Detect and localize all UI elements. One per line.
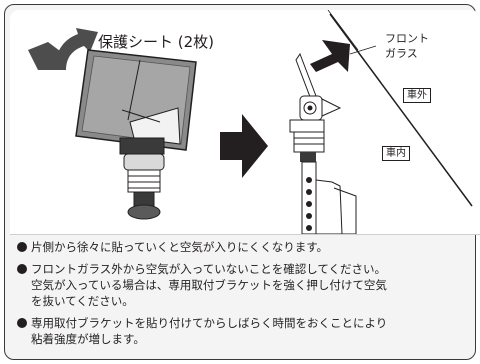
- curved-arrow-icon: [28, 28, 98, 70]
- right-arrow-icon: [220, 114, 268, 178]
- note-item: フロントガラス外から空気が入っていないことを確認してください。 空気が入っている…: [17, 261, 473, 309]
- note-line: 粘着強度が増します。: [31, 332, 145, 346]
- note-line: 専用取付ブラケットを貼り付けてからしばらく時間をおくことにより: [31, 316, 388, 330]
- note-line: 片側から徐々に貼っていくと空気が入りにくくなります。: [31, 240, 329, 254]
- note-line: フロントガラス外から空気が入っていないことを確認してください。: [31, 262, 387, 276]
- protective-sheet-label: 保護シート (2枚): [98, 33, 215, 51]
- outside-car-tag: 車外: [403, 88, 431, 103]
- instruction-notes: 片側から徐々に貼っていくと空気が入りにくくなります。 フロントガラス外から空気が…: [17, 239, 473, 353]
- front-glass-label-line2: ガラス: [385, 47, 418, 60]
- mount-bracket-right: [289, 52, 357, 234]
- note-line: を抜いてください。: [31, 294, 134, 308]
- illustration-drawing: [28, 10, 473, 234]
- bullet-icon: [17, 318, 27, 328]
- front-glass-label-line1: フロント: [385, 32, 429, 45]
- note-item: 片側から徐々に貼っていくと空気が入りにくくなります。: [17, 239, 473, 255]
- windshield-line: [329, 13, 473, 207]
- inside-car-tag: 車内: [382, 146, 410, 161]
- note-line: 空気が入っている場合は、専用取付ブラケットを強く押し付けて空気: [31, 278, 387, 292]
- installation-illustration: 保護シート (2枚) フロント ガラス 車外 車内: [10, 10, 480, 235]
- bullet-icon: [17, 264, 27, 274]
- note-item: 専用取付ブラケットを貼り付けてからしばらく時間をおくことにより 粘着強度が増しま…: [17, 315, 473, 347]
- up-arrow-icon: [310, 40, 350, 72]
- bullet-icon: [17, 242, 27, 252]
- instruction-panel: 保護シート (2枚) フロント ガラス 車外 車内 片側から徐々に貼っていくと空…: [4, 4, 480, 360]
- mount-bracket-left: [75, 49, 197, 220]
